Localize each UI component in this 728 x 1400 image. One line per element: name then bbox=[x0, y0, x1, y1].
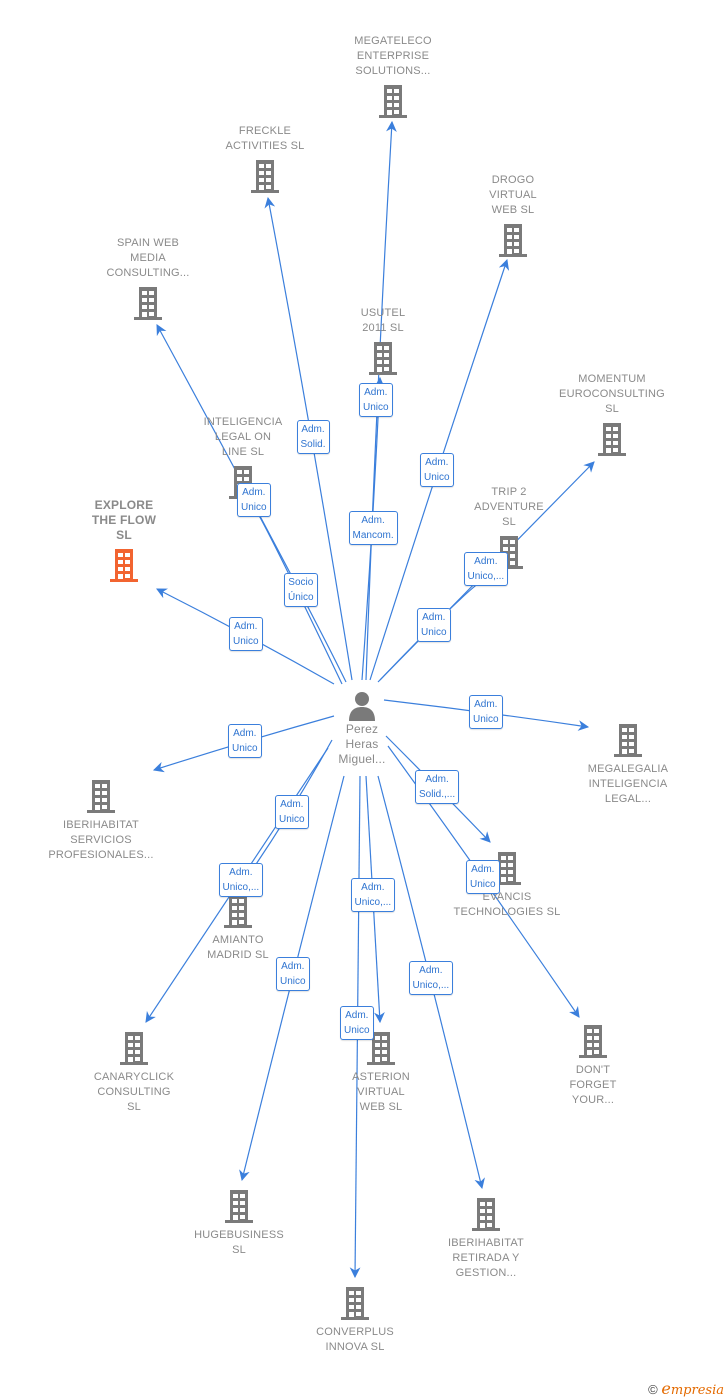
role-badge-explore[interactable]: Adm.Unico bbox=[229, 617, 263, 651]
role-badge-drogo[interactable]: Adm.Unico bbox=[420, 453, 454, 487]
empresia-logo[interactable]: empresia bbox=[661, 1379, 724, 1398]
building-icon bbox=[379, 85, 407, 118]
role-badge-converplus[interactable]: Adm.Unico bbox=[340, 1006, 374, 1040]
role-badge-canaryclick[interactable]: Adm.Unico,... bbox=[218, 863, 264, 897]
building-icon bbox=[499, 224, 527, 257]
role-badge-inteligencia[interactable]: Adm.Unico bbox=[237, 483, 271, 517]
person-name: Perez Heras Miguel... bbox=[338, 722, 386, 766]
role-badge-asterion[interactable]: Adm.Unico,... bbox=[350, 878, 396, 912]
building-icon bbox=[120, 1032, 148, 1065]
building-icon bbox=[493, 852, 521, 885]
role-badge-freckle[interactable]: Adm.Solid. bbox=[296, 420, 330, 454]
center-person-node[interactable]: Perez Heras Miguel... bbox=[292, 690, 432, 767]
building-icon bbox=[472, 1198, 500, 1231]
role-badge-momentum[interactable]: Adm.Unico bbox=[417, 608, 451, 642]
role-badge-iberiretirada[interactable]: Adm.Unico,... bbox=[408, 961, 454, 995]
role-badge-megalegalia[interactable]: Adm.Unico bbox=[469, 695, 503, 729]
copyright-symbol: © bbox=[648, 1382, 658, 1397]
footer-copyright: © empresia bbox=[648, 1379, 724, 1398]
building-icon bbox=[110, 549, 138, 582]
role-badge-iberiserv[interactable]: Adm.Unico bbox=[228, 724, 262, 758]
edge-spainweb bbox=[156, 324, 347, 683]
person-icon bbox=[349, 692, 375, 721]
building-icon bbox=[614, 724, 642, 757]
role-badge-megateleco[interactable]: Adm.Unico bbox=[359, 383, 393, 417]
building-icon bbox=[341, 1287, 369, 1320]
building-icon bbox=[251, 160, 279, 193]
building-icon bbox=[225, 1190, 253, 1223]
role-badge-amianto[interactable]: Adm.Unico bbox=[275, 795, 309, 829]
role-badge-trip2[interactable]: Adm.Unico,... bbox=[463, 552, 509, 586]
building-icon bbox=[579, 1025, 607, 1058]
building-icon bbox=[87, 780, 115, 813]
role-badge-dontforget[interactable]: Adm.Unico bbox=[466, 860, 500, 894]
building-icon bbox=[367, 1032, 395, 1065]
role-badge-usutel[interactable]: Adm.Mancom. bbox=[348, 511, 398, 545]
building-icon bbox=[598, 423, 626, 456]
role-badge-evancis[interactable]: Adm.Solid.,... bbox=[415, 770, 460, 804]
building-icon bbox=[224, 895, 252, 928]
building-icon bbox=[369, 342, 397, 375]
building-icon bbox=[134, 287, 162, 320]
role-badge-hugebusiness[interactable]: Adm.Unico bbox=[276, 957, 310, 991]
